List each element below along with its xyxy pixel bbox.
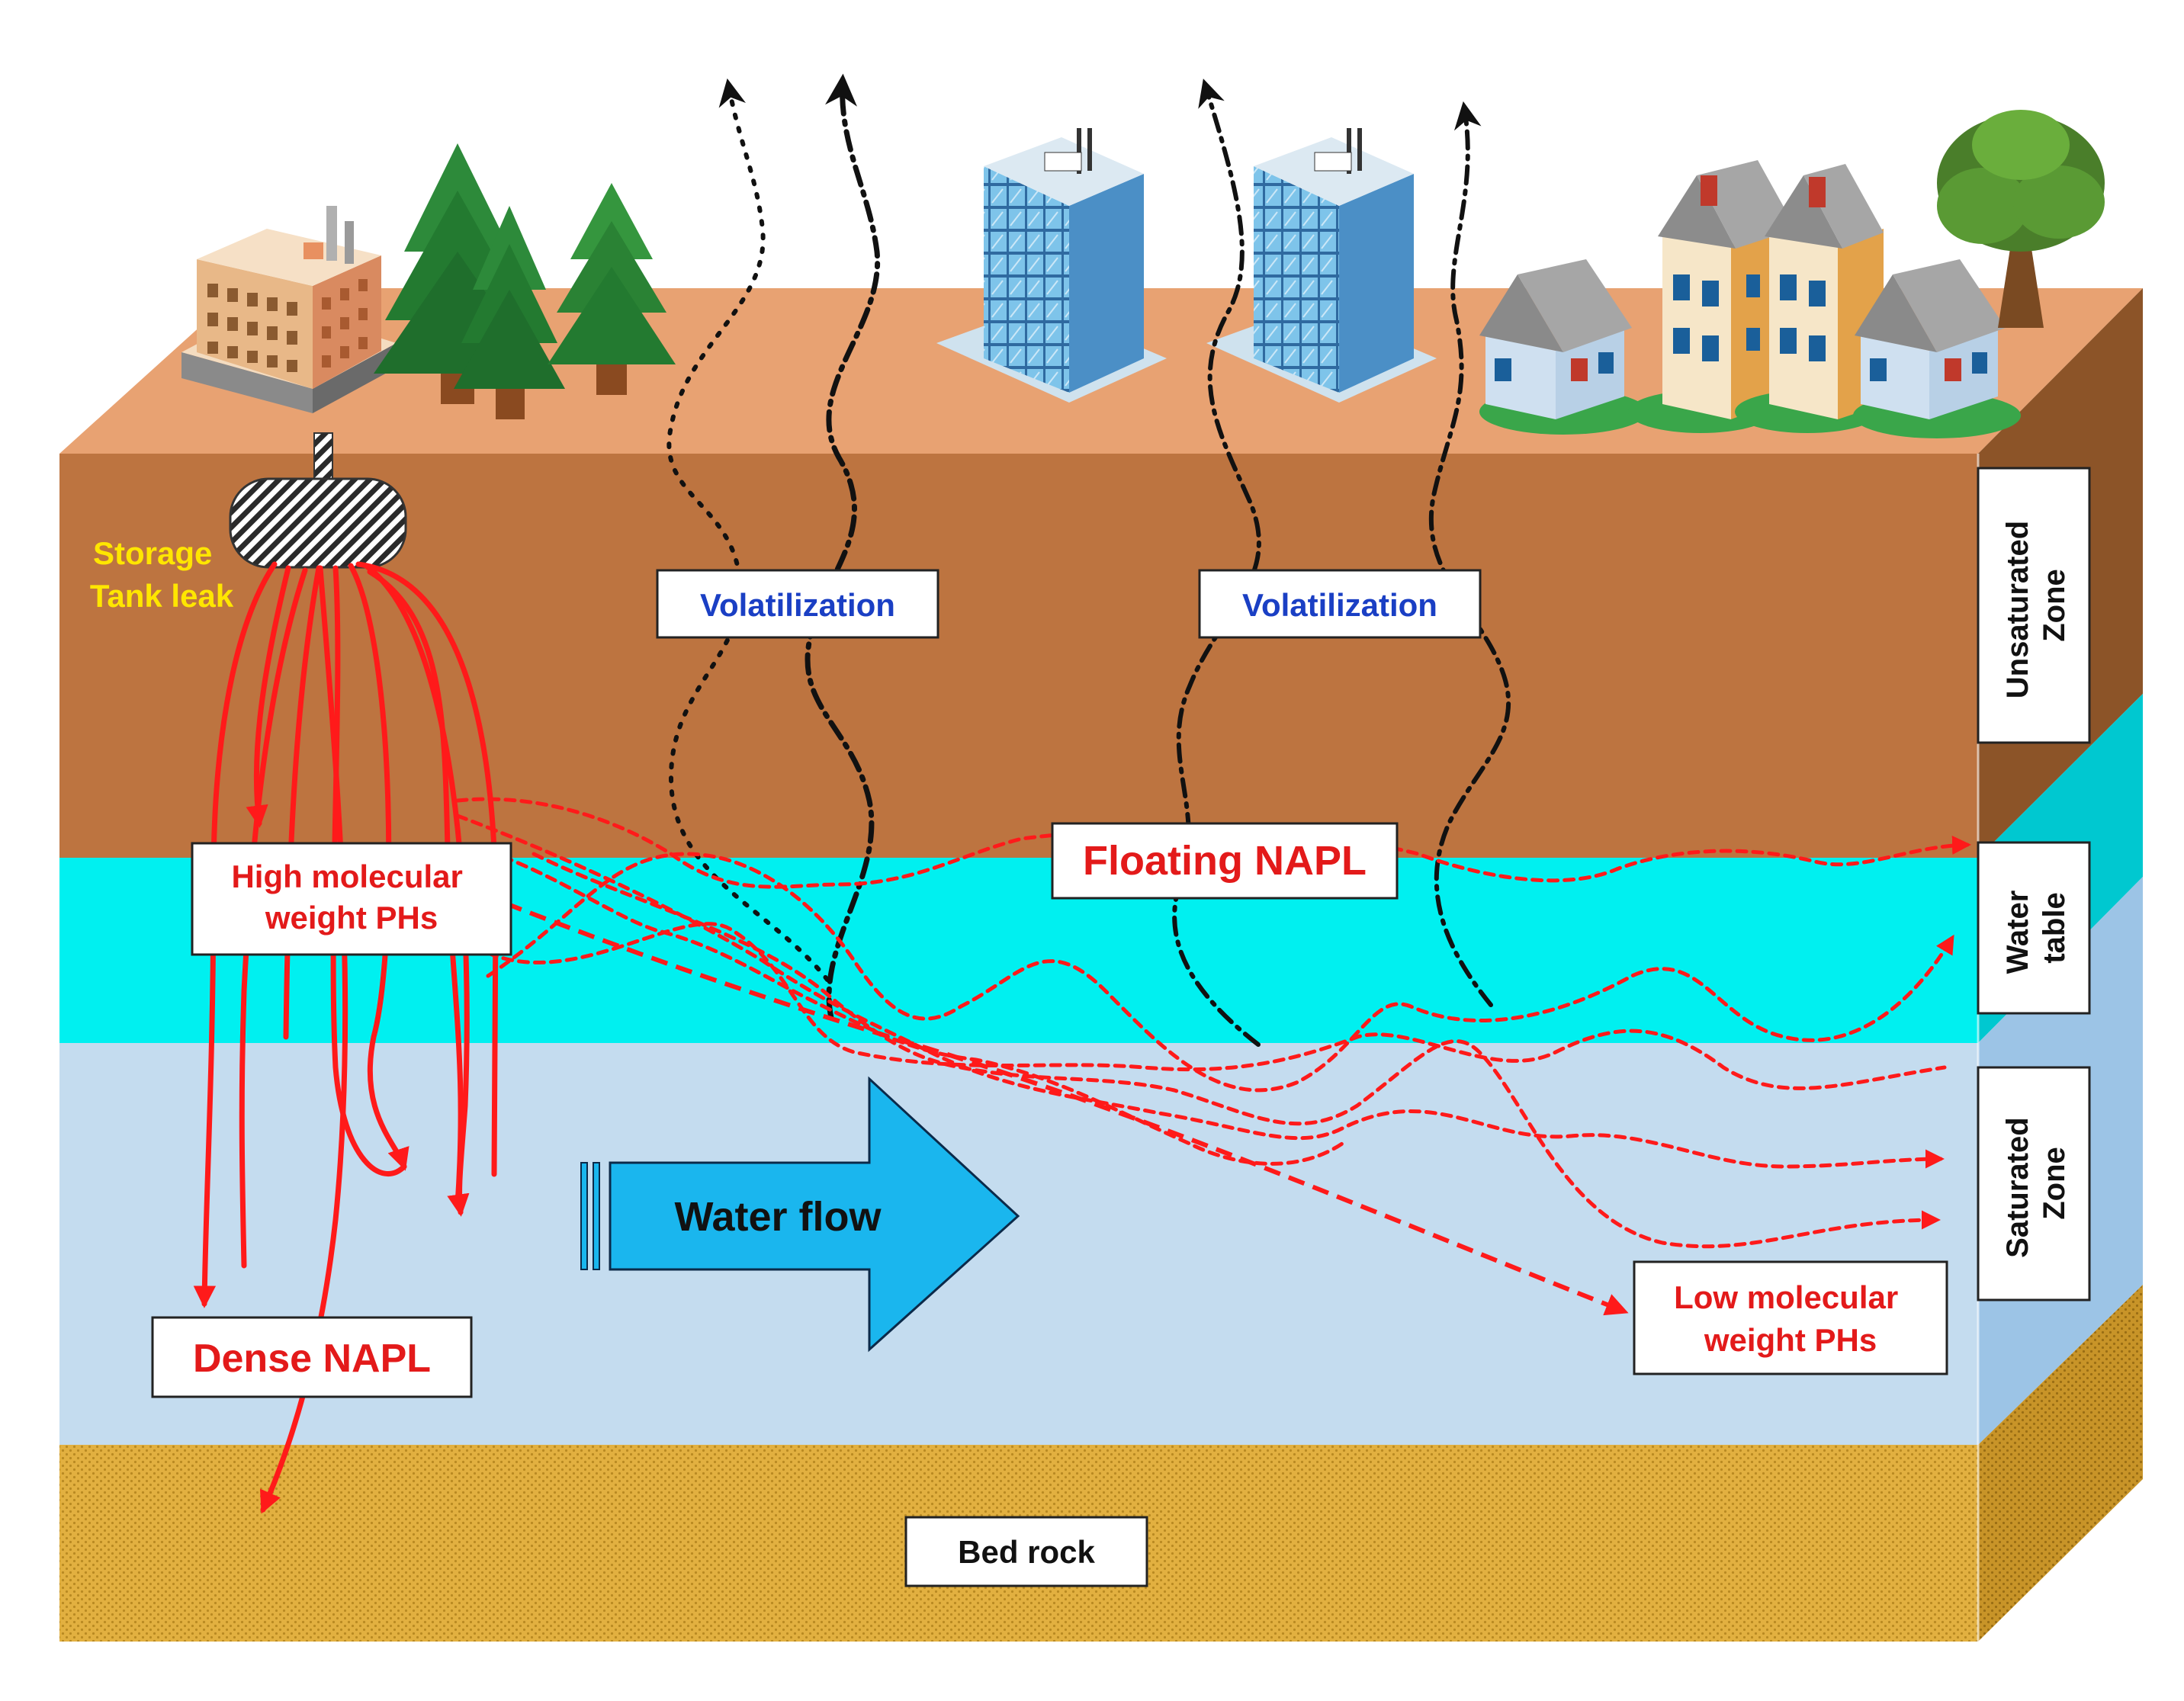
vapor-path	[805, 73, 881, 1021]
napl-path	[330, 565, 407, 1176]
office-building-icon	[1206, 128, 1437, 403]
plume-path	[486, 922, 1947, 1090]
plume-path	[455, 814, 1945, 1169]
low-mw-label: Low molecular weight PHs	[1674, 1279, 1907, 1358]
high-mw-label: High molecular weight PHs	[231, 859, 471, 936]
office-building-icon	[936, 128, 1167, 403]
house-icon	[1628, 160, 1796, 433]
vapor-path	[666, 78, 830, 982]
dense-napl-label: Dense NAPL	[193, 1337, 431, 1381]
house-icon	[1479, 259, 1647, 435]
svg-text:Unsaturated Zone: Unsaturated Zone	[2001, 512, 2071, 699]
napl-path	[283, 565, 322, 1040]
volatilization-label-box-2	[1198, 569, 1482, 639]
storage-tank-icon	[229, 432, 407, 569]
plume-path	[532, 852, 1941, 1249]
water-table-label: Water table	[2001, 882, 2071, 974]
bed-rock-label-box	[904, 1516, 1148, 1587]
napl-path	[259, 565, 348, 1514]
dense-napl-label-box	[151, 1316, 473, 1398]
pine-tree-icon	[374, 143, 676, 419]
low-mw-label-box	[1633, 1260, 1948, 1375]
napl-path	[348, 563, 410, 1171]
low-mw-transport-path	[456, 882, 1629, 1316]
napl-path	[239, 567, 308, 1269]
bedrock-side	[1978, 1285, 2143, 1642]
saturated-zone-label: Saturated Zone	[2001, 1109, 2071, 1258]
bed-rock-label: Bed rock	[958, 1534, 1095, 1570]
factory-icon	[181, 206, 397, 413]
deciduous-tree-icon	[1937, 110, 2105, 328]
floating-napl-label-box	[1051, 822, 1399, 900]
unsaturated-zone-label: Unsaturated Zone	[2001, 512, 2071, 699]
plume-path	[486, 852, 1954, 1093]
water-flow-label: Water flow	[674, 1194, 882, 1240]
high-mw-label-box	[191, 842, 512, 956]
house-icon	[1853, 259, 2021, 438]
floating-napl-label: Floating NAPL	[1083, 838, 1367, 884]
house-icon	[1735, 164, 1884, 433]
volatilization-label-1: Volatilization	[700, 587, 895, 623]
volatilization-label-box-1	[656, 569, 939, 639]
svg-text:Water table: Water table	[2001, 882, 2071, 974]
storage-tank-label: Storage Tank leak	[90, 535, 234, 614]
svg-text:Saturated Zone: Saturated Zone	[2001, 1109, 2071, 1258]
unsaturated-zone-box	[1977, 467, 2091, 744]
water-flow-arrow	[580, 1076, 1020, 1353]
saturated-zone-box	[1977, 1066, 2091, 1301]
volatilization-label-2: Volatilization	[1242, 587, 1437, 623]
water-table-box	[1977, 841, 2091, 1015]
